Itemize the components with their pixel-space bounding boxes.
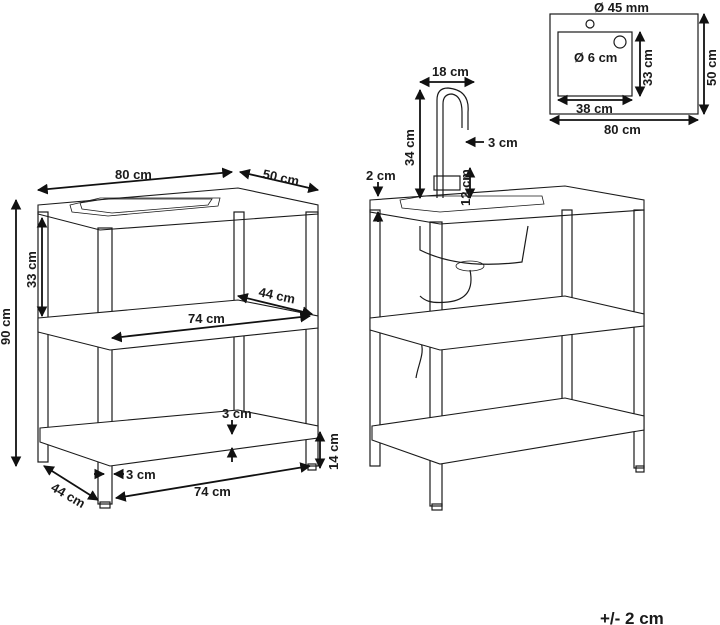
top-width-label: 80 cm [604,122,641,137]
top-view-dimension-lines [548,12,710,126]
upper-gap-label: 33 cm [24,251,39,288]
tolerance-note: +/- 2 cm [600,609,664,625]
counter-thickness-label: 2 cm [366,168,396,183]
faucet-height-label: 34 cm [402,129,417,166]
shelf-depth-label: 44 cm [257,284,296,306]
hole-diameter-label: Ø 45 mm [594,0,649,15]
left-dimension-lines [10,167,326,502]
drain-diameter-label: Ø 6 cm [574,50,617,65]
right-cabinet-drawing [369,87,645,511]
top-view-drawing [549,13,699,115]
base-width-label: 74 cm [194,484,231,499]
handle-height-label: 12 cm [458,169,473,206]
bottom-clearance-label: 14 cm [326,433,341,470]
pipe-diameter-label: 3 cm [488,135,518,150]
height-label: 90 cm [0,308,13,345]
base-depth-label: 44 cm [49,480,88,511]
right-dimension-lines [372,76,484,222]
basin-depth-label: 33 cm [640,49,655,86]
shelf-thickness-label: 3 cm [222,406,252,421]
width-label: 80 cm [115,167,152,182]
left-cabinet-drawing [37,187,319,509]
basin-width-label: 38 cm [576,101,613,116]
spout-reach-label: 18 cm [432,64,469,79]
leg-size-label: 3 cm [126,467,156,482]
shelf-width-label: 74 cm [188,311,225,326]
depth-top-label: 50 cm [261,166,300,188]
top-depth-label: 50 cm [704,49,719,86]
